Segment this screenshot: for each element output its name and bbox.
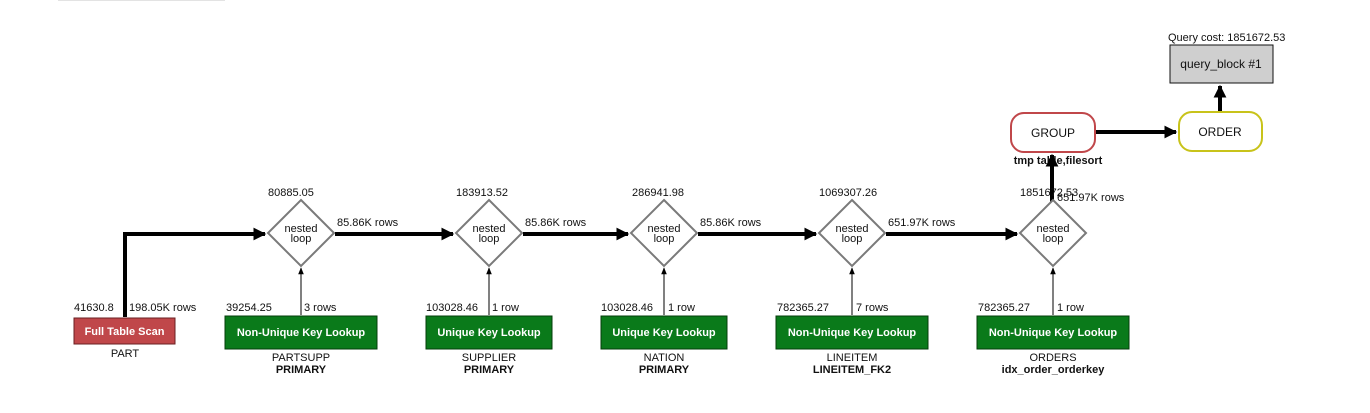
join-cost-4: 1069307.26 (819, 187, 877, 199)
scan-rows-partsupp: 3 rows (304, 302, 337, 314)
join-rows-5: 651.97K rows (1057, 192, 1125, 204)
join-label-5a: nested (1036, 223, 1069, 235)
join-label-3a: nested (647, 223, 680, 235)
join-label-4a: nested (835, 223, 868, 235)
scan-node-lineitem[interactable] (775, 315, 929, 350)
query-cost-label: Query cost: 1851672.53 (1168, 32, 1285, 44)
order-label: ORDER (1198, 125, 1242, 139)
join-rows-2: 85.86K rows (525, 217, 587, 229)
join-label-1b: loop (291, 233, 312, 245)
key-name-orders: idx_order_orderkey (1002, 364, 1106, 376)
scan-cost-partsupp: 39254.25 (226, 302, 272, 314)
join-rows-1: 85.86K rows (337, 217, 399, 229)
key-name-nation: PRIMARY (639, 364, 690, 376)
query-block-node[interactable] (1169, 44, 1274, 84)
join-node-5[interactable] (1018, 198, 1088, 268)
group-note: tmp table,filesort (1014, 155, 1103, 167)
key-name-partsupp: PRIMARY (276, 364, 327, 376)
table-name-nation: NATION (644, 352, 685, 364)
scan-rows-orders: 1 row (1057, 302, 1084, 314)
join-label-2b: loop (479, 233, 500, 245)
table-name-part: PART (111, 348, 140, 360)
scan-type-part: Full Table Scan (85, 326, 165, 338)
join-label-5b: loop (1043, 233, 1064, 245)
scan-node-supplier[interactable] (425, 315, 553, 350)
scan-rows-supplier: 1 row (492, 302, 519, 314)
join-label-2a: nested (472, 223, 505, 235)
join-label-4b: loop (842, 233, 863, 245)
join-node-4[interactable] (817, 198, 887, 268)
query-block-label: query_block #1 (1180, 57, 1262, 71)
join-cost-2: 183913.52 (456, 187, 508, 199)
scan-cost-supplier: 103028.46 (426, 302, 478, 314)
scan-node-part[interactable] (73, 317, 176, 345)
join-label-3b: loop (654, 233, 675, 245)
scan-node-orders[interactable] (976, 315, 1130, 350)
group-node[interactable] (1010, 112, 1096, 153)
join-node-3[interactable] (629, 198, 699, 268)
join-node-1[interactable] (266, 198, 336, 268)
join-cost-5: 1851672.53 (1020, 187, 1078, 199)
table-name-supplier: SUPPLIER (462, 352, 516, 364)
key-name-supplier: PRIMARY (464, 364, 515, 376)
scan-rows-nation: 1 row (668, 302, 695, 314)
scan-node-nation[interactable] (600, 315, 728, 350)
join-rows-4: 651.97K rows (888, 217, 956, 229)
scan-type-supplier: Unique Key Lookup (437, 327, 541, 339)
table-name-partsupp: PARTSUPP (272, 352, 330, 364)
scan-type-nation: Unique Key Lookup (612, 327, 716, 339)
order-node[interactable] (1178, 111, 1263, 152)
scan-cost-orders: 782365.27 (978, 302, 1030, 314)
join-cost-1: 80885.05 (268, 187, 314, 199)
scan-type-lineitem: Non-Unique Key Lookup (788, 327, 917, 339)
scan-cost-lineitem: 782365.27 (777, 302, 829, 314)
scan-type-orders: Non-Unique Key Lookup (989, 327, 1118, 339)
join-node-2[interactable] (454, 198, 524, 268)
join-cost-3: 286941.98 (632, 187, 684, 199)
group-label: GROUP (1031, 126, 1075, 140)
scan-rows-part: 198.05K rows (129, 302, 197, 314)
table-name-lineitem: LINEITEM (827, 352, 878, 364)
edge-part-to-join1 (123, 227, 267, 317)
join-rows-3: 85.86K rows (700, 217, 762, 229)
scan-rows-lineitem: 7 rows (856, 302, 889, 314)
table-name-orders: ORDERS (1029, 352, 1076, 364)
scan-type-partsupp: Non-Unique Key Lookup (237, 327, 366, 339)
join-label-1a: nested (284, 223, 317, 235)
key-name-lineitem: LINEITEM_FK2 (813, 364, 891, 376)
scan-cost-nation: 103028.46 (601, 302, 653, 314)
scan-cost-part: 41630.8 (74, 302, 114, 314)
scan-node-partsupp[interactable] (224, 315, 378, 350)
